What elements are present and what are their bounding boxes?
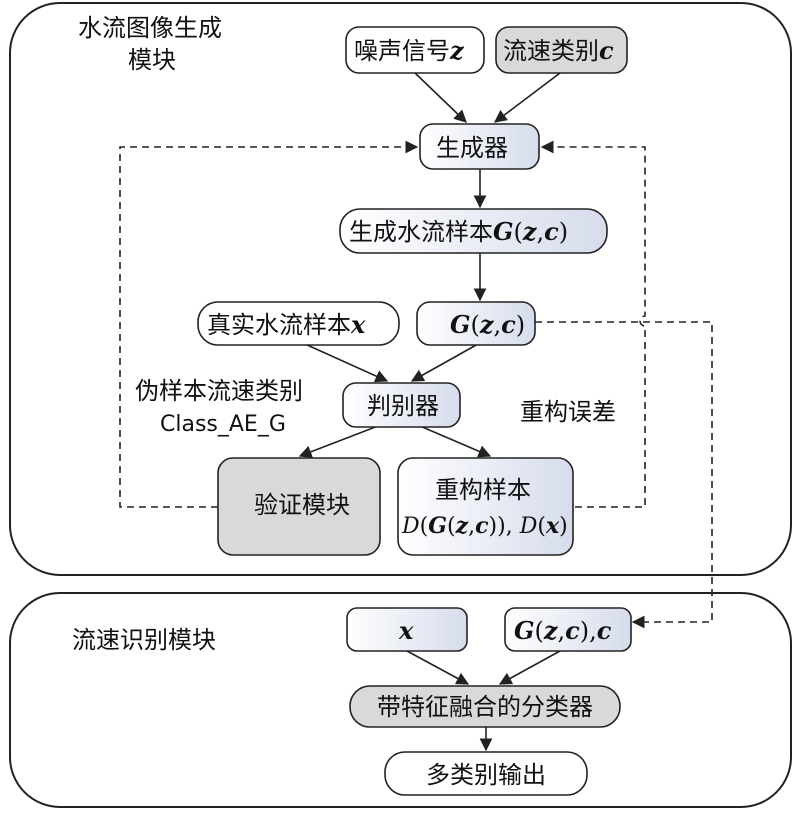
discriminator-label: 判别器 (367, 392, 439, 420)
edge-real-to-discriminator (304, 343, 389, 383)
generation-module-region (9, 2, 792, 576)
fake-class-annotation: 伪样本流速类别 (135, 377, 303, 405)
node-reconstruction-sample (397, 457, 574, 556)
recognition-module-title: 流速识别模块 (72, 626, 216, 654)
flow-class-label: 流速类别c (503, 36, 614, 65)
generation-module-title-line1: 水流图像生成 (78, 14, 222, 42)
edge-gzc-c-to-classifier (498, 650, 561, 685)
node-feature-fusion-classifier (349, 685, 621, 728)
gzc-label: G(z,c) (450, 310, 525, 339)
recon-error-annotation: 重构误差 (520, 398, 616, 426)
real-sample-label: 真实水流样本x (207, 310, 366, 339)
node-verification-module (217, 457, 381, 556)
node-real-sample (197, 301, 400, 346)
edge-discriminator-to-verify (298, 425, 379, 458)
edge-x-to-classifier (406, 650, 470, 685)
edge-gzc-to-discriminator (410, 343, 479, 382)
node-noise-signal (345, 26, 485, 74)
node-gzc (416, 301, 536, 346)
node-flow-class (495, 26, 628, 74)
output-label: 多类别输出 (426, 761, 546, 789)
node-generated-sample (339, 208, 608, 254)
gzc-c-input-label: G(z,c),c (514, 616, 612, 645)
x-input-label: x (398, 616, 414, 645)
generated-sample-label: 生成水流样本G(z,c) (349, 217, 568, 246)
edge-noise-to-generator (414, 72, 467, 123)
noise-signal-label: 噪声信号z (354, 36, 465, 65)
classifier-label: 带特征融合的分类器 (377, 693, 593, 721)
dashed-edge-recon-error-to-generator (540, 140, 646, 508)
node-multiclass-output (384, 751, 588, 796)
node-discriminator (342, 382, 461, 428)
generation-module-title-line2: 模块 (128, 46, 176, 74)
reconstruction-sample-title: 重构样本 (435, 476, 531, 504)
generator-label: 生成器 (436, 134, 508, 162)
edge-class-to-generator (493, 72, 561, 123)
dashed-edge-verify-to-generator (119, 140, 419, 508)
node-x-input (346, 607, 468, 652)
node-generator (419, 123, 540, 170)
recognition-module-region (9, 592, 792, 808)
edge-discriminator-to-recon (419, 425, 492, 458)
reconstruction-sample-formula: D(G(z,c)), D(x) (401, 513, 568, 539)
dashed-edge-gzc-to-recognition (535, 321, 713, 629)
verification-module-label: 验证模块 (254, 491, 350, 519)
class-ae-g-annotation: Class_AE_G (160, 412, 286, 437)
node-gzc-c-input (504, 607, 632, 652)
